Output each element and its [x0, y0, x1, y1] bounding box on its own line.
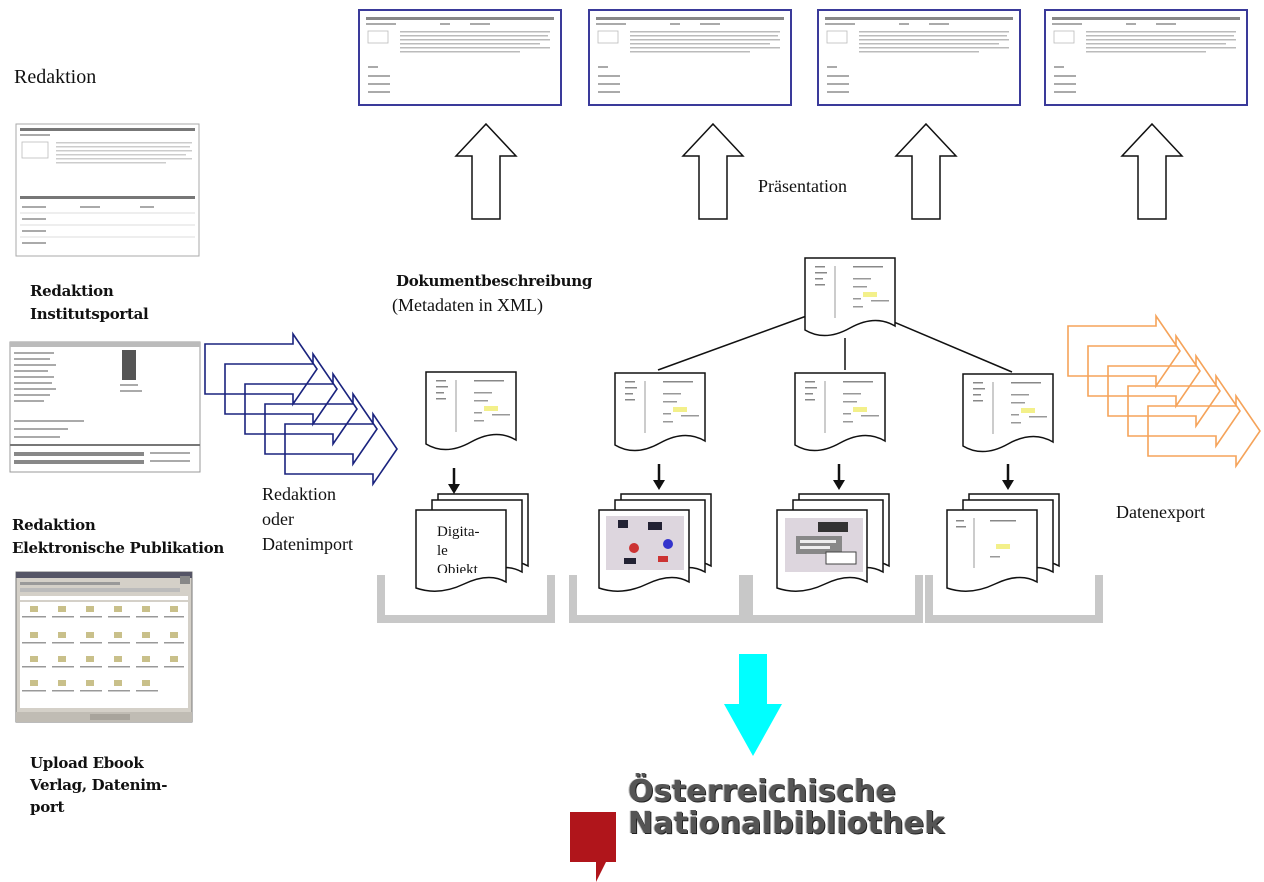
metadata-subtitle: (Metadaten in XML): [392, 295, 543, 315]
library-name-line2: Nationalbibliothek: [628, 806, 945, 841]
digital-object-label: Digita- le Objekt: [437, 524, 480, 573]
metadata-document-4: [962, 373, 1054, 453]
presentation-page-2: [588, 9, 792, 106]
library-logo-icon: [570, 812, 616, 882]
object-stack-3: [776, 493, 890, 592]
up-arrow-icon: [455, 123, 517, 220]
metadata-tree-lines: [657, 313, 1013, 373]
ebook-explorer-screenshot: [15, 571, 193, 723]
epub-caption: Redaktion Elektronische Publikation: [12, 516, 224, 557]
presentation-label: Präsentation: [758, 176, 847, 196]
institutsportal-caption: Redaktion Institutsportal: [30, 282, 149, 323]
down-arrow-icon: [651, 462, 667, 492]
up-arrow-icon: [895, 123, 957, 220]
metadata-document-3: [794, 372, 886, 452]
editorial-heading: Redaktion: [14, 66, 97, 88]
object-stack-4: [946, 493, 1060, 592]
epub-screenshot: [9, 341, 201, 473]
import-arrows: [204, 333, 398, 485]
export-arrows: [1067, 315, 1261, 467]
institutsportal-screenshot: [15, 123, 200, 257]
export-label: Datenexport: [1116, 502, 1205, 522]
presentation-page-1: [358, 9, 562, 106]
ebook-caption: Upload Ebook Verlag, Datenim- port: [30, 754, 168, 816]
down-arrow-icon: [1000, 462, 1016, 492]
presentation-page-3: [817, 9, 1021, 106]
down-arrow-icon: [831, 462, 847, 492]
metadata-document-root: [804, 257, 896, 337]
storage-tray-3: [749, 575, 919, 619]
metadata-document-2: [614, 372, 706, 452]
archive-down-arrow-icon: [724, 654, 782, 756]
presentation-page-4: [1044, 9, 1248, 106]
object-stack-2: [598, 493, 712, 592]
metadata-document-1: [425, 371, 517, 451]
library-name-line1: Österreichische: [628, 774, 897, 809]
import-label: Redaktion oder Datenimport: [262, 484, 353, 554]
up-arrow-icon: [682, 123, 744, 220]
up-arrow-icon: [1121, 123, 1183, 220]
metadata-title: Dokumentbeschreibung: [396, 272, 593, 290]
down-arrow-icon: [446, 466, 462, 496]
